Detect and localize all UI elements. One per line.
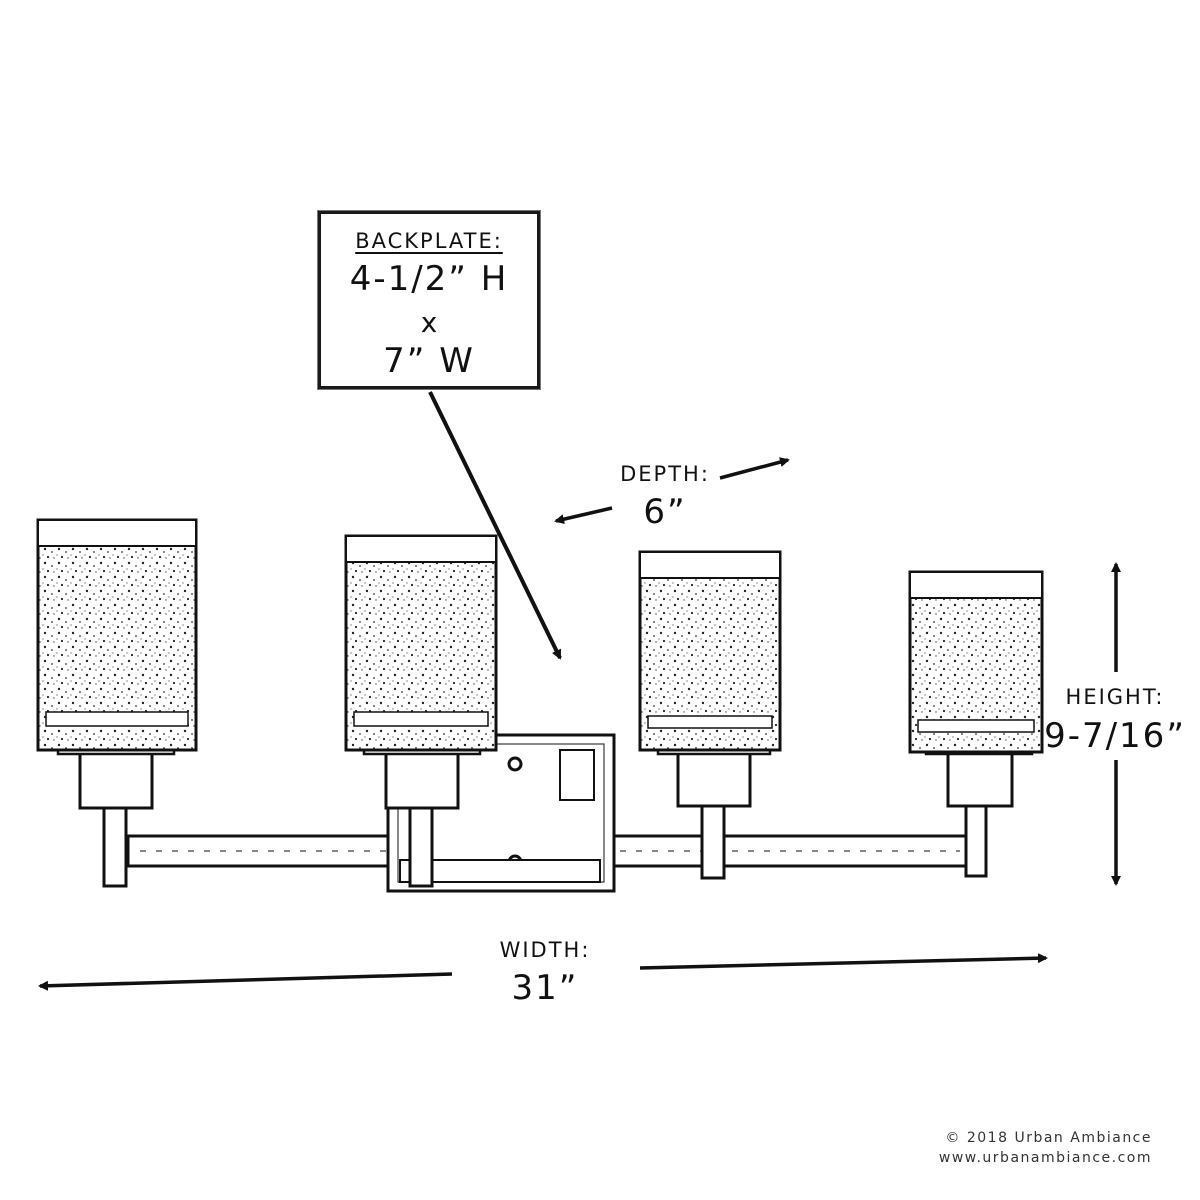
copyright-block: © 2018 Urban Ambiance www.urbanambiance.… [939,1128,1152,1168]
copyright-text: © 2018 Urban Ambiance [945,1130,1152,1146]
depth-value: 6” [643,492,687,532]
depth-label: DEPTH: [620,462,710,486]
backplate-pointer-arrow [428,391,562,660]
light-3 [638,550,782,880]
height-label: HEIGHT: [1065,685,1165,709]
website-url: www.urbanambiance.com [938,1150,1152,1166]
height-value: 9-7/16” [1044,716,1186,756]
light-2 [344,534,498,888]
width-arrow-left [38,972,453,991]
width-arrow-right [639,953,1048,970]
depth-arrow-right [719,457,790,480]
backplate-callout: BACKPLATE: 4-1/2” H x 7” W [318,211,540,389]
width-label: WIDTH: [499,938,591,962]
backplate-height: 4-1/2” H [349,259,509,299]
backplate-title: BACKPLATE: [355,229,503,253]
light-4 [908,570,1044,878]
depth-arrow-left [554,506,613,525]
backplate-width: 7” W [383,341,475,381]
width-value: 31” [511,968,579,1008]
backplate-times: x [420,306,438,339]
light-1 [36,518,198,888]
